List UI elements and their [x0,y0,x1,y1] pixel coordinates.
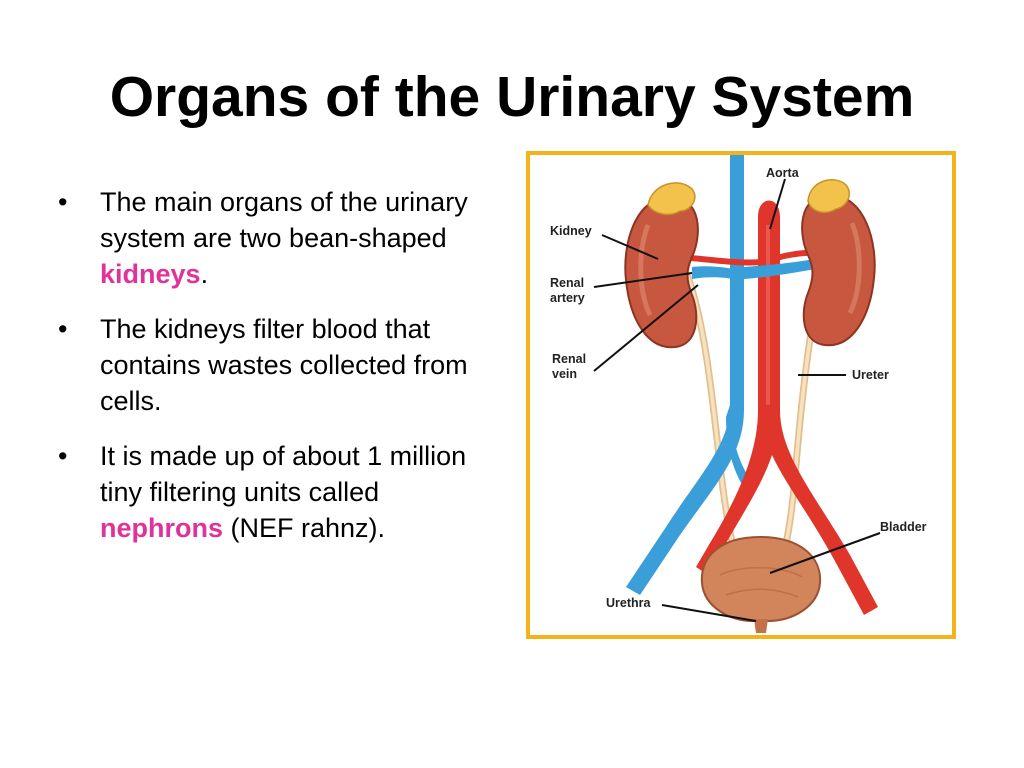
leader-aorta [769,178,786,230]
leader-kidney [601,234,659,260]
label-urethra: Urethra [606,596,652,610]
bullet-text-end: (NEF rahnz). [223,513,386,543]
urinary-diagram: Aorta Kidney Renal artery Renal vein Ure… [550,155,927,633]
left-renal-artery [690,255,762,266]
bladder-texture [719,567,803,598]
bullet-icon: • [58,314,68,344]
label-ureter: Ureter [852,368,889,382]
left-renal-vein [692,266,744,281]
left-kidney-shine [638,224,653,317]
label-aorta: Aorta [766,166,800,180]
bullet-item: • The main organs of the urinary system … [58,184,478,292]
leader-bladder [769,532,881,574]
right-kidney-shine [847,222,862,315]
left-adrenal [647,182,696,216]
left-kidney [624,195,699,349]
right-renal-vein [744,259,816,279]
bullet-icon: • [58,187,68,217]
label-renal-vein-line1: Renal [552,352,586,366]
highlight-term: nephrons [100,513,224,543]
slide-title: Organs of the Urinary System [109,65,915,129]
aorta-vessel [696,200,878,615]
urethra-organ [754,619,768,633]
bullet-text: The main organs of the urinary system ar… [100,187,468,253]
bullet-text-end: . [200,259,209,289]
right-kidney [801,193,876,347]
leader-urethra [661,604,757,622]
vena-cava [626,155,744,595]
bullet-text: It is made up of about 1 million tiny fi… [100,441,467,507]
bullet-item: • It is made up of about 1 million tiny … [58,438,478,546]
bullet-icon: • [58,441,68,471]
bullet-item: • The kidneys filter blood that contains… [58,311,478,419]
urinary-system-figure: Aorta Kidney Renal artery Renal vein Ure… [526,151,956,639]
right-adrenal [807,179,850,214]
label-renal-vein-line2: vein [552,367,577,381]
leader-renal-artery [593,272,693,288]
aorta-highlight [766,225,770,405]
bladder-organ [700,535,822,622]
leader-renal-vein [593,284,699,372]
label-kidney: Kidney [550,224,592,238]
label-renal-artery-line2: artery [550,291,585,305]
bullet-list: • The main organs of the urinary system … [58,184,478,565]
label-renal-artery-line1: Renal [550,276,584,290]
highlight-term: kidneys [100,259,201,289]
bullet-text: The kidneys filter blood that contains w… [100,314,468,416]
label-bladder: Bladder [880,520,927,534]
